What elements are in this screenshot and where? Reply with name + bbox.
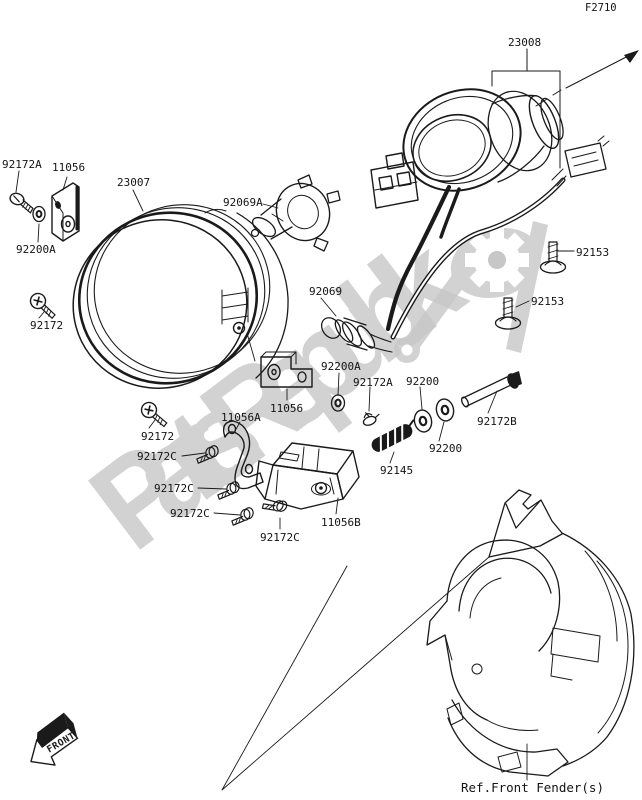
part-label-23008: 23008 [508,36,542,49]
part-label-92153-1: 92153 [576,246,610,259]
part-label-92200A-1: 92200A [16,243,56,256]
bracket-11056B-drawing [255,442,360,510]
part-label-92172C-4: 92172C [260,531,300,544]
leader-lines [15,170,575,781]
part-label-92172-1: 92172 [30,319,64,332]
shell-callout-lines [491,48,639,169]
front-fender-drawing [426,489,635,777]
watermark-gear-icon [465,228,529,292]
position-bulb-drawing [320,317,376,351]
wiring-connector-left [370,152,419,209]
washer-92200-drawing-1 [413,409,433,433]
watermark-slash-icon [506,221,548,353]
part-label-92172A-2: 92172A [353,376,393,389]
part-label-92172A-1: 92172A [2,158,42,171]
part-label-11056-1: 11056 [52,161,86,174]
part-label-92153-2: 92153 [531,295,565,308]
screw-92153-drawing-2 [494,297,522,330]
screw-92172A-mid-drawing [362,412,380,426]
wiring-harness-drawing [368,177,566,353]
washer-92200-drawing-2 [435,398,455,422]
part-label-11056-2: 11056 [270,402,304,415]
part-label-92172C-2: 92172C [154,482,194,495]
part-label-92200-2: 92200 [429,442,463,455]
bolt-92172C-drawing-2 [217,481,240,500]
fender-pointer-lines [221,556,490,791]
part-label-11056B: 11056B [321,516,361,529]
screw-92153-drawing-1 [539,241,567,274]
screw-92172A-top-drawing [9,192,34,214]
part-label-92069: 92069 [309,285,343,298]
part-label-23007: 23007 [117,176,151,189]
bolt-92172B-drawing [460,371,522,408]
spring-92145-drawing [371,419,415,453]
screw-92172-drawing-2 [140,401,168,428]
fiche-code: F2710 [585,2,617,14]
part-label-92145: 92145 [380,464,414,477]
part-label-92172-2: 92172 [141,430,175,443]
bracket-11056-top-drawing [51,182,80,242]
part-label-92069A: 92069A [223,196,263,209]
wiring-connector-right [551,135,610,187]
bracket-11056A-drawing [222,420,264,490]
front-direction-marker: FRONT [30,712,79,766]
headlight-bulb-drawing [250,174,341,252]
headlight-shell-drawing [402,88,564,192]
washer-92200A-mid-drawing [330,394,346,412]
washer-92200A-top-drawing [32,205,46,223]
part-label-92200A-2: 92200A [321,360,361,373]
part-label-92172C-3: 92172C [170,507,210,520]
bolt-92172C-drawing-3 [231,507,254,526]
reference-note: Ref.Front Fender(s) [461,780,604,795]
headlight-unit-drawing [72,204,289,389]
part-label-92172C-1: 92172C [137,450,177,463]
part-label-92200-1: 92200 [406,375,440,388]
bolt-92172C-drawing-4 [261,500,288,512]
screw-92172-drawing-1 [29,292,56,319]
part-label-11056A: 11056A [221,411,261,424]
bracket-11056-mid-drawing [260,351,313,388]
bolt-92172C-drawing-1 [196,445,219,464]
part-label-92172B: 92172B [477,415,517,428]
